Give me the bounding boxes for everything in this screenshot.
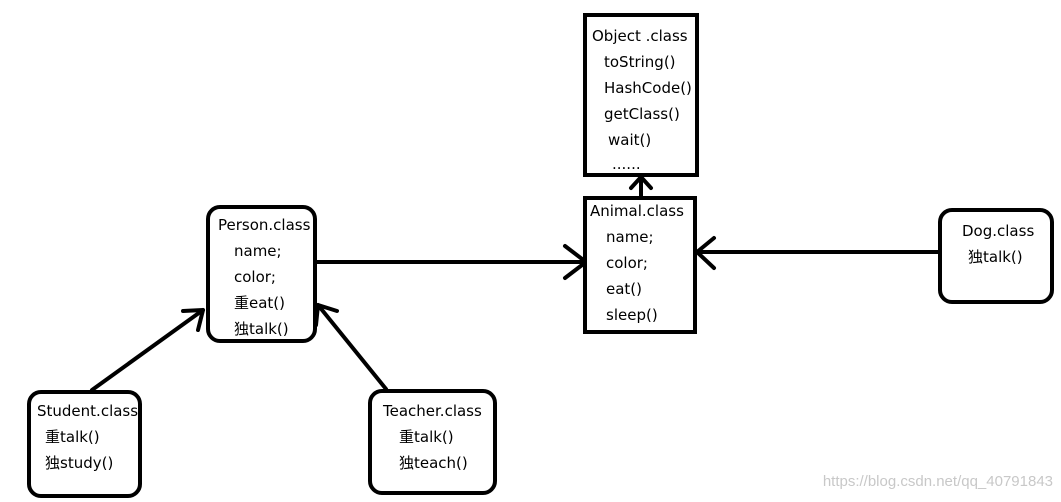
teacher-class-title: Teacher.class (383, 402, 482, 420)
dog-member-talk: 独talk() (968, 248, 1023, 266)
animal-member-color: color; (606, 254, 648, 272)
object-member-ellipsis: ...... (612, 155, 641, 173)
student-member-study: 独study() (45, 454, 114, 472)
arrow-person-to-animal (315, 244, 588, 280)
arrow-dog-to-animal (695, 236, 940, 270)
arrow-student-to-person (90, 308, 205, 392)
animal-member-sleep: sleep() (606, 306, 658, 324)
object-member-wait: wait() (608, 131, 652, 149)
teacher-class-box: Teacher.class 重talk() 独teach() (368, 389, 497, 495)
teacher-member-talk: 重talk() (399, 428, 454, 446)
person-class-box: Person.class name; color; 重eat() 独talk() (206, 205, 317, 343)
student-class-title: Student.class (37, 402, 139, 420)
object-member-getclass: getClass() (604, 105, 680, 123)
object-class-title: Object .class (592, 27, 688, 45)
animal-class-title: Animal.class (590, 202, 684, 220)
animal-member-name: name; (606, 228, 654, 246)
student-class-box: Student.class 重talk() 独study() (27, 390, 142, 498)
arrow-animal-to-object (629, 175, 653, 198)
watermark: https://blog.csdn.net/qq_40791843 (822, 473, 1053, 490)
person-member-eat: 重eat() (234, 294, 286, 312)
object-member-tostring: toString() (604, 53, 676, 71)
object-member-hashcode: HashCode() (604, 79, 692, 97)
dog-class-title: Dog.class (962, 222, 1035, 240)
person-member-color: color; (234, 268, 276, 286)
animal-member-eat: eat() (606, 280, 643, 298)
teacher-member-teach: 独teach() (399, 454, 468, 472)
arrow-teacher-to-person (314, 303, 388, 391)
animal-class-box: Animal.class name; color; eat() sleep() (583, 196, 697, 334)
object-class-box: Object .class toString() HashCode() getC… (583, 13, 699, 177)
person-member-talk: 独talk() (234, 320, 289, 338)
person-class-title: Person.class (218, 216, 311, 234)
person-member-name: name; (234, 242, 282, 260)
dog-class-box: Dog.class 独talk() (938, 208, 1054, 304)
student-member-talk: 重talk() (45, 428, 100, 446)
